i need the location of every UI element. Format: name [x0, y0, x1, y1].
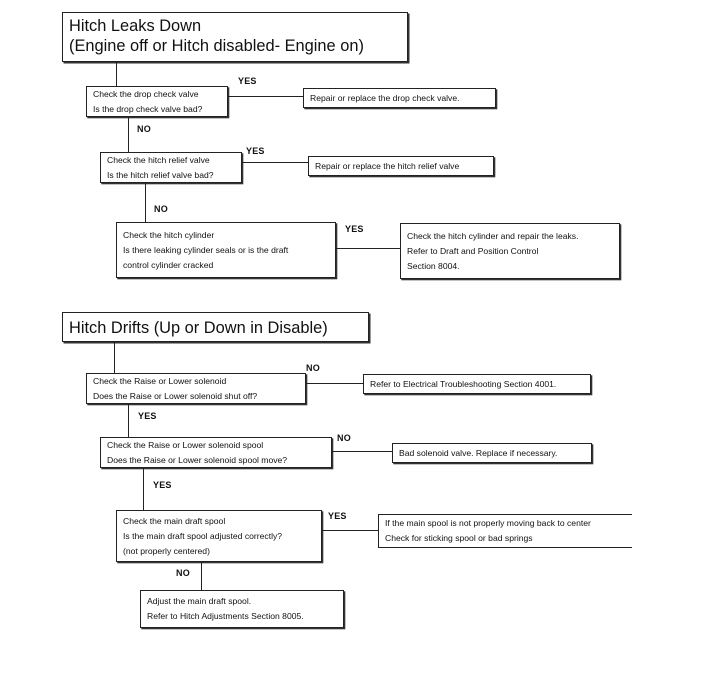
- s2-q1-action: Refer to Electrical Troubleshooting Sect…: [370, 378, 557, 389]
- s2-q3-yes-label: YES: [328, 511, 347, 521]
- s2-q1-no-label: NO: [306, 363, 320, 373]
- s1-q2-line2: Is the hitch relief valve bad?: [107, 169, 214, 180]
- s1-q3-action-line2: Refer to Draft and Position Control: [407, 245, 539, 256]
- s2-q2-line2: Does the Raise or Lower solenoid spool m…: [107, 454, 288, 465]
- s2-q1-line1: Check the Raise or Lower solenoid: [93, 375, 227, 386]
- s1-q3-line2: Is there leaking cylinder seals or is th…: [123, 244, 289, 255]
- s2-q1-box: Check the Raise or Lower solenoid Does t…: [86, 373, 306, 404]
- s1-q2-action-box: Repair or replace the hitch relief valve: [308, 156, 494, 176]
- s1-q1-action: Repair or replace the drop check valve.: [310, 92, 460, 103]
- s1-q2-action: Repair or replace the hitch relief valve: [315, 160, 460, 171]
- s1-q3-box: Check the hitch cylinder Is there leakin…: [116, 222, 336, 278]
- s1-q2-line1: Check the hitch relief valve: [107, 154, 210, 165]
- connector-s2-q3-yes: [322, 530, 378, 531]
- s2-q1-yes-label: YES: [138, 411, 157, 421]
- s2-q2-action-box: Bad solenoid valve. Replace if necessary…: [392, 443, 592, 463]
- s2-q1-line2: Does the Raise or Lower solenoid shut of…: [93, 390, 258, 401]
- s2-q3-action-box: If the main spool is not properly moving…: [378, 514, 632, 548]
- connector-s1-q2-yes: [242, 162, 308, 163]
- s1-q2-box: Check the hitch relief valve Is the hitc…: [100, 152, 242, 183]
- connector-s1-q2-no: [145, 183, 146, 222]
- connector-s2-q1-yes: [128, 404, 129, 437]
- connector-s1-q1-yes: [228, 96, 303, 97]
- s2-final-line2: Refer to Hitch Adjustments Section 8005.: [147, 611, 304, 621]
- connector-s2-q3-no: [201, 562, 202, 590]
- s1-q3-line3: control cylinder cracked: [123, 259, 214, 270]
- section1-title: Hitch Leaks Down (Engine off or Hitch di…: [62, 12, 408, 62]
- connector-s2-q1-no: [306, 383, 363, 384]
- s2-q3-line2: Is the main draft spool adjusted correct…: [123, 530, 283, 541]
- s1-q1-no-label: NO: [137, 124, 151, 134]
- s2-q3-action-line2: Check for sticking spool or bad springs: [385, 533, 533, 543]
- connector-s1-q1-no: [128, 117, 129, 152]
- s2-q2-action: Bad solenoid valve. Replace if necessary…: [399, 447, 558, 458]
- s1-q1-action-box: Repair or replace the drop check valve.: [303, 88, 496, 108]
- s2-q3-action-line1: If the main spool is not properly moving…: [385, 518, 591, 528]
- s2-q3-line1: Check the main draft spool: [123, 515, 226, 526]
- s2-q2-no-label: NO: [337, 433, 351, 443]
- s2-final-box: Adjust the main draft spool. Refer to Hi…: [140, 590, 344, 628]
- section2-title: Hitch Drifts (Up or Down in Disable): [62, 312, 369, 342]
- s2-q3-box: Check the main draft spool Is the main d…: [116, 510, 322, 562]
- connector-s2-q2-yes: [143, 468, 144, 510]
- s2-q2-yes-label: YES: [153, 480, 172, 490]
- s2-q2-box: Check the Raise or Lower solenoid spool …: [100, 437, 332, 468]
- s1-q3-yes-label: YES: [345, 224, 364, 234]
- connector-s2-q2-no: [332, 451, 392, 452]
- connector-s1-q3-yes: [336, 248, 400, 249]
- connector-title1-q1: [116, 62, 117, 86]
- s2-q1-action-box: Refer to Electrical Troubleshooting Sect…: [363, 374, 591, 394]
- s1-q1-yes-label: YES: [238, 76, 257, 86]
- s1-q3-line1: Check the hitch cylinder: [123, 229, 215, 240]
- s1-q2-yes-label: YES: [246, 146, 265, 156]
- s1-q1-line2: Is the drop check valve bad?: [93, 103, 203, 114]
- s1-q1-line1: Check the drop check valve: [93, 88, 199, 99]
- connector-title2-q1: [114, 342, 115, 373]
- s1-q2-no-label: NO: [154, 204, 168, 214]
- s1-q3-action-line3: Section 8004.: [407, 260, 460, 271]
- section1-title-line1: Hitch Leaks Down: [69, 17, 202, 35]
- s2-q2-line1: Check the Raise or Lower solenoid spool: [107, 439, 264, 450]
- section1-title-line2: (Engine off or Hitch disabled- Engine on…: [69, 37, 364, 55]
- s2-q3-line3: (not properly centered): [123, 545, 210, 556]
- section2-title-text: Hitch Drifts (Up or Down in Disable): [69, 319, 328, 337]
- s2-q3-no-label: NO: [176, 568, 190, 578]
- s1-q1-box: Check the drop check valve Is the drop c…: [86, 86, 228, 117]
- s1-q3-action-line1: Check the hitch cylinder and repair the …: [407, 230, 579, 241]
- s1-q3-action-box: Check the hitch cylinder and repair the …: [400, 223, 620, 279]
- s2-final-line1: Adjust the main draft spool.: [147, 596, 252, 606]
